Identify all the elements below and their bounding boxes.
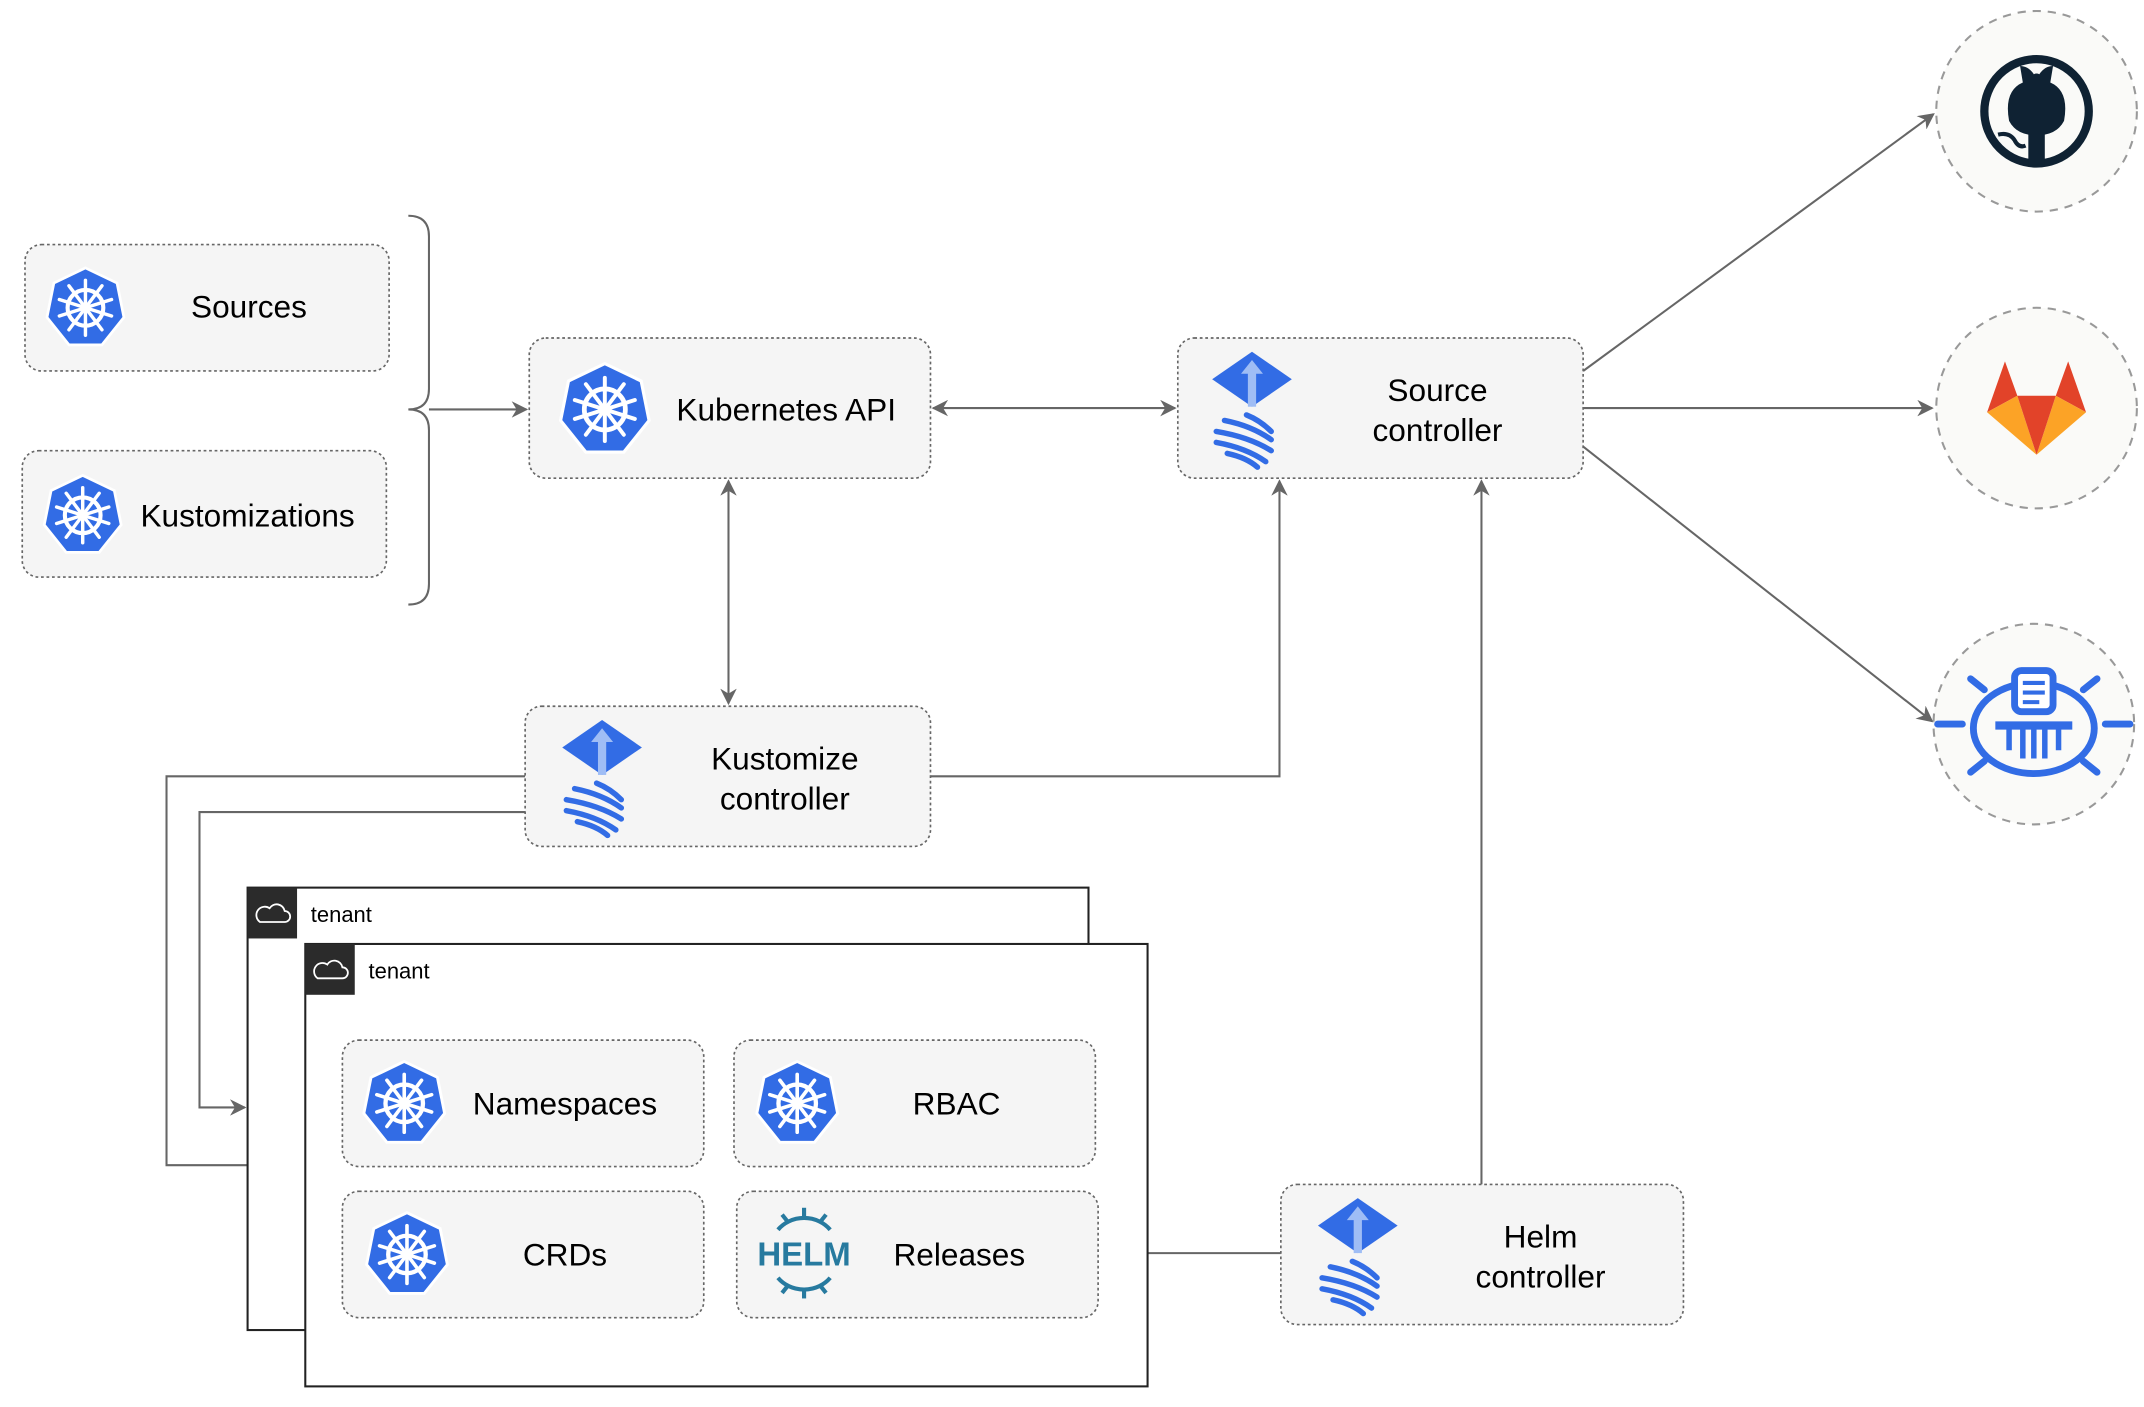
node-label: controller <box>720 780 850 816</box>
node-label: controller <box>1373 412 1503 448</box>
node-label: RBAC <box>913 1085 1001 1121</box>
gitlab-node[interactable] <box>1935 306 2138 510</box>
node-rbac[interactable]: RBAC <box>733 1039 1097 1168</box>
svg-text:HELM: HELM <box>757 1235 850 1272</box>
node-label: Source <box>1387 372 1487 408</box>
github-icon <box>1980 54 2093 168</box>
node-label: CRDs <box>523 1236 607 1272</box>
bucket-icon <box>1934 667 2134 778</box>
tenant-label: tenant <box>369 958 430 983</box>
bucket-node[interactable] <box>1932 622 2136 826</box>
node-label: Helm <box>1504 1219 1578 1255</box>
node-label: Namespaces <box>473 1085 657 1121</box>
node-kubernetes-api[interactable]: Kubernetes API <box>528 337 932 479</box>
node-releases[interactable]: HELM Releases <box>735 1190 1099 1319</box>
node-label: controller <box>1476 1258 1606 1294</box>
node-label: Kustomize <box>711 740 858 776</box>
node-source-controller[interactable]: Source controller <box>1176 337 1584 479</box>
node-crds[interactable]: CRDs <box>341 1190 705 1319</box>
edge-kustomize-to-tenant-front <box>165 775 526 1174</box>
cloud-icon <box>255 903 291 923</box>
kubernetes-icon <box>757 1062 838 1143</box>
cloud-icon <box>313 959 349 980</box>
node-kustomize-controller[interactable]: Kustomize controller <box>524 705 932 848</box>
edge-source-to-github <box>1582 113 1935 372</box>
kubernetes-icon <box>561 364 649 452</box>
edge-kustomize-to-tenant-back <box>198 811 526 1116</box>
node-namespaces[interactable]: Namespaces <box>341 1039 705 1168</box>
kubernetes-icon <box>47 268 124 345</box>
node-kustomizations[interactable]: Kustomizations <box>21 449 388 578</box>
node-helm-controller[interactable]: Helm controller <box>1280 1183 1685 1326</box>
kubernetes-icon <box>364 1062 445 1143</box>
edge-kustomize-to-source <box>930 479 1288 778</box>
gitlab-icon <box>1987 361 2087 455</box>
node-sources[interactable]: Sources <box>24 243 390 372</box>
kubernetes-icon <box>367 1213 448 1294</box>
helm-icon: HELM <box>757 1207 851 1299</box>
grouping-brace <box>408 214 430 606</box>
tenant-label: tenant <box>311 902 372 927</box>
node-label: Kubernetes API <box>676 391 896 427</box>
kubernetes-icon <box>44 475 121 552</box>
node-label: Kustomizations <box>140 497 354 533</box>
node-label: Releases <box>893 1236 1025 1272</box>
edge-source-to-bucket <box>1582 445 1934 723</box>
node-label: Sources <box>191 288 307 324</box>
github-node[interactable] <box>1935 9 2138 213</box>
